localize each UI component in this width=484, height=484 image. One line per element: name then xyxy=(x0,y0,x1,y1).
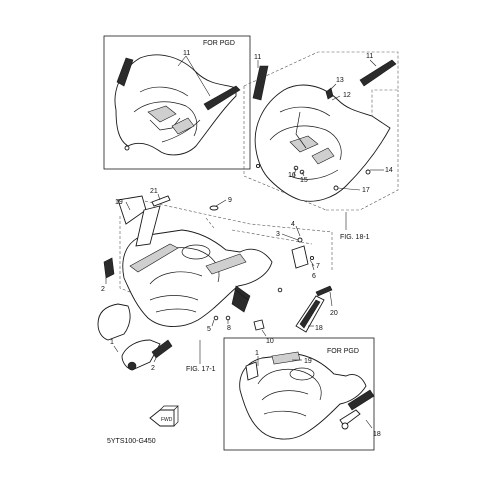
callout-1-a: 1 xyxy=(110,339,114,346)
inset-box-top-left: FOR PGD 11 xyxy=(103,35,251,170)
side-decal-left-top xyxy=(116,57,134,87)
callout-6: 6 xyxy=(312,273,316,280)
fwd-label: FWD xyxy=(161,417,173,423)
for-pgd-label-top: FOR PGD xyxy=(203,40,235,47)
callout-10: 10 xyxy=(266,338,274,345)
callout-1-b: 1 xyxy=(255,350,259,357)
diagram-code: 5YTS100-G450 xyxy=(107,438,156,445)
callout-20: 20 xyxy=(330,310,338,317)
callout-16: 16 xyxy=(288,172,296,179)
rear-decal-left xyxy=(252,65,269,101)
callout-4: 4 xyxy=(291,221,295,228)
callout-15: 15 xyxy=(300,177,308,184)
callout-19-b: 19 xyxy=(304,358,312,365)
callout-14: 14 xyxy=(385,167,393,174)
callout-11-a: 11 xyxy=(183,50,190,57)
callout-12: 12 xyxy=(343,92,351,99)
rear-fender-group: 11 11 13 12 14 17 16 15 FIG. 18-1 xyxy=(243,51,399,241)
callout-5: 5 xyxy=(207,326,211,333)
callout-21: 21 xyxy=(150,188,158,195)
callout-7: 7 xyxy=(316,263,320,270)
fwd-arrow-icon: FWD xyxy=(149,405,179,427)
callout-2-b: 2 xyxy=(151,365,155,372)
side-decal-right-top xyxy=(203,85,241,111)
callout-18-b: 18 xyxy=(373,431,381,438)
main-front-fender: 21 19 9 3 4 6 7 2 5 8 10 20 18 1 2 FIG. … xyxy=(97,188,338,373)
fig-18-1-label: FIG. 18-1 xyxy=(340,234,370,241)
callout-8: 8 xyxy=(227,325,231,332)
callout-3: 3 xyxy=(276,231,280,238)
rear-decal-right xyxy=(359,59,397,87)
callout-11-b: 11 xyxy=(254,54,261,61)
callout-9: 9 xyxy=(228,197,232,204)
callout-19-a: 19 xyxy=(115,199,123,206)
callout-17: 17 xyxy=(362,187,370,194)
fig-17-1-label: FIG. 17-1 xyxy=(186,366,216,373)
inset-box-bottom-right: FOR PGD 1 19 18 xyxy=(223,337,381,451)
callout-13: 13 xyxy=(336,77,344,84)
callout-11-c: 11 xyxy=(366,53,373,60)
callout-18-a: 18 xyxy=(315,325,323,332)
for-pgd-label-bottom: FOR PGD xyxy=(327,348,359,355)
callout-2-a: 2 xyxy=(101,286,105,293)
